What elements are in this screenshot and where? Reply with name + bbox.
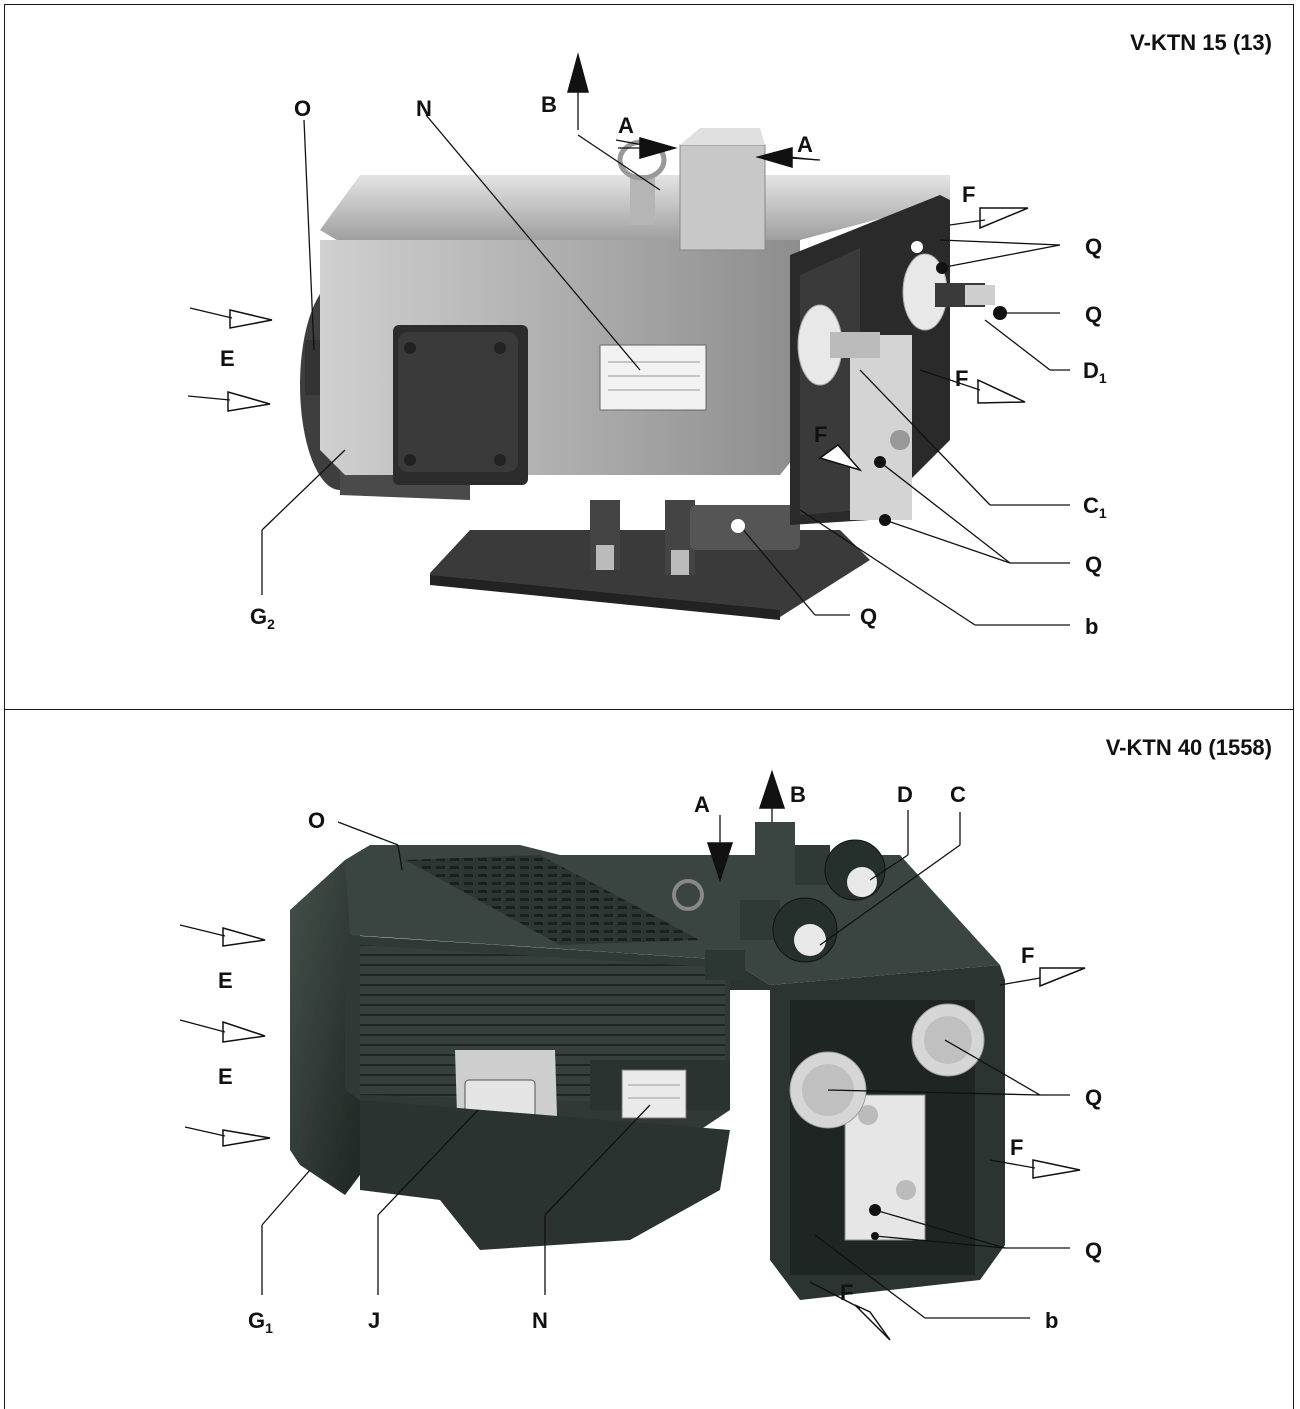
label-b-small-bottom: b <box>1045 1308 1058 1333</box>
label-a-bottom: A <box>694 792 710 817</box>
label-a1-top: A <box>618 113 634 138</box>
label-f3-bottom: F <box>840 1280 853 1305</box>
label-g1-bottom: G1 <box>248 1308 273 1336</box>
label-n-bottom: N <box>532 1308 548 1333</box>
top-leaders <box>187 52 1070 626</box>
nameplate <box>599 344 707 411</box>
oil-sump <box>690 505 800 550</box>
pump-top <box>300 128 995 620</box>
label-c1-top: C1 <box>1083 493 1107 521</box>
label-b-bottom: B <box>790 782 806 807</box>
label-e1-bottom: E <box>218 968 233 993</box>
label-e2-bottom: E <box>218 1064 233 1089</box>
valve-block <box>850 335 912 520</box>
valve-block <box>844 1094 926 1241</box>
label-d1-top: D1 <box>1083 358 1107 386</box>
bottom-labels: O A B D C F E E Q F Q F b G1 J N <box>218 782 1102 1336</box>
outlet-pipe <box>755 822 795 892</box>
label-q2-top: Q <box>1085 302 1102 327</box>
lifting-eye <box>630 175 655 225</box>
label-d-bottom: D <box>897 782 913 807</box>
bottom-leaders <box>179 769 1086 1341</box>
label-f1-bottom: F <box>1021 943 1034 968</box>
label-f2-bottom: F <box>1010 1135 1023 1160</box>
label-e-top: E <box>220 346 235 371</box>
label-g2-top: G2 <box>250 604 275 632</box>
figure-frame <box>4 4 1294 1409</box>
fan-end-cap <box>290 860 360 1195</box>
label-f1-top: F <box>962 182 975 207</box>
label-c-bottom: C <box>950 782 966 807</box>
label-b-top: B <box>541 92 557 117</box>
inlet-pipe <box>702 880 747 955</box>
label-q3-top: Q <box>1085 552 1102 577</box>
label-f3-top: F <box>814 422 827 447</box>
base-plate <box>430 530 870 617</box>
label-q4-top: Q <box>860 604 877 629</box>
top-labels: O N B A A F Q Q D1 F F E C1 Q Q b G2 <box>220 92 1107 639</box>
top-connector <box>679 144 766 251</box>
label-q1-bottom: Q <box>1085 1085 1102 1110</box>
panel-title-bottom: V-KTN 40 (1558) <box>1105 735 1272 760</box>
panel-title-top: V-KTN 15 (13) <box>1130 30 1272 55</box>
pump-bottom <box>290 822 1005 1300</box>
label-b-small-top: b <box>1085 614 1098 639</box>
label-j-bottom: J <box>368 1308 380 1333</box>
label-o-top: O <box>294 96 311 121</box>
label-q1-top: Q <box>1085 234 1102 259</box>
panel-divider <box>4 709 1293 710</box>
label-q2-bottom: Q <box>1085 1238 1102 1263</box>
label-f2-top: F <box>955 366 968 391</box>
label-a2-top: A <box>797 132 813 157</box>
label-n-top: N <box>416 96 432 121</box>
lifting-eye <box>672 879 704 911</box>
nameplate <box>621 1069 687 1119</box>
label-o-bottom: O <box>308 808 325 833</box>
